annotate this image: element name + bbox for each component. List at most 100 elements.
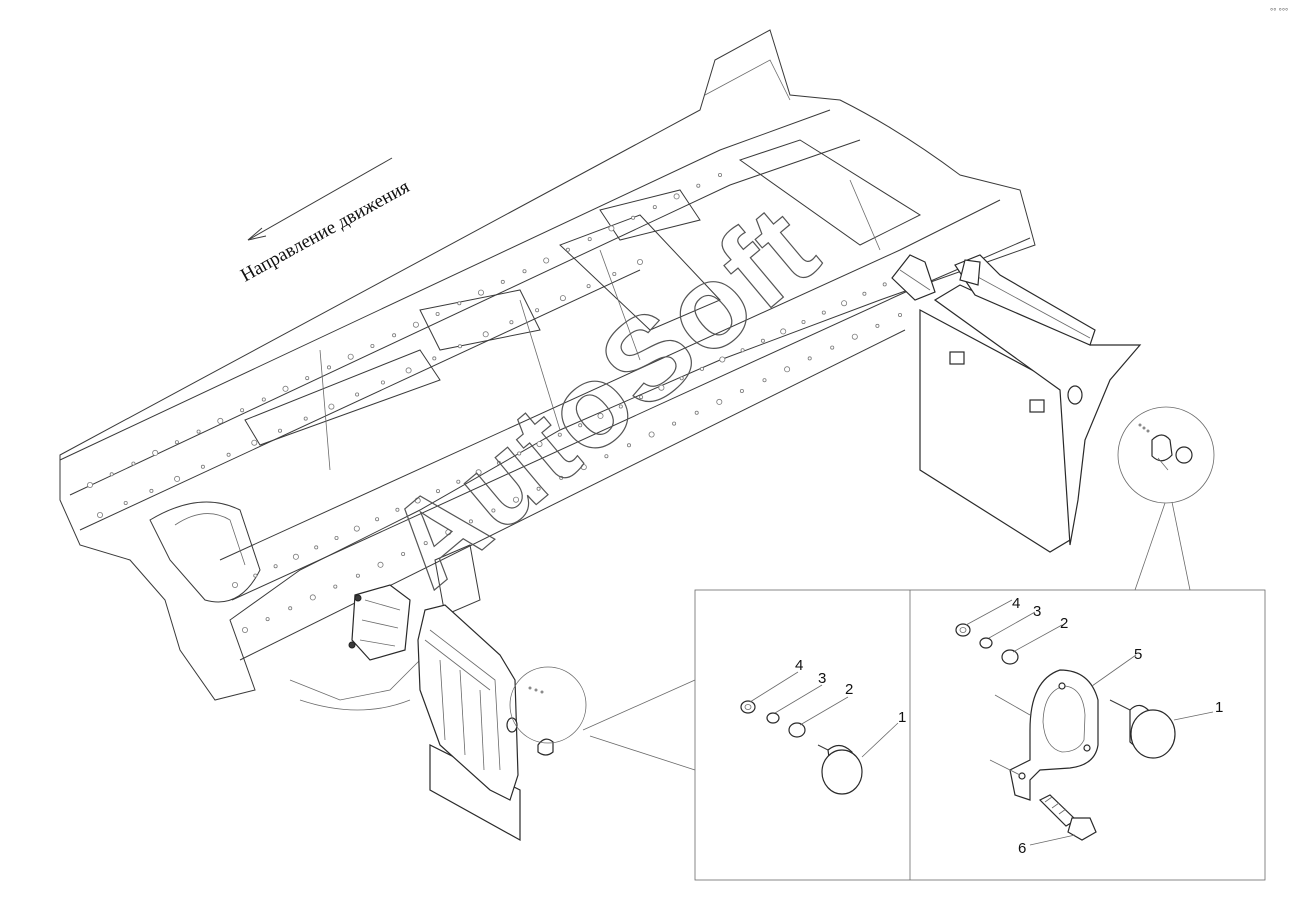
frame-hole <box>261 397 266 402</box>
chassis-frame <box>59 29 1036 711</box>
frame-hole <box>652 205 657 210</box>
right-zoom-leader <box>1134 501 1191 591</box>
left-zoom-circle <box>509 666 587 744</box>
frame-hole <box>432 356 437 361</box>
frame-hole <box>380 380 385 385</box>
frame-hole <box>694 410 699 415</box>
frame-hole <box>347 353 354 360</box>
frame-hole <box>784 366 791 373</box>
frame-hole <box>457 301 462 306</box>
frame-hole <box>392 333 397 338</box>
frame-hole <box>370 343 375 348</box>
frame-hole <box>700 366 705 371</box>
frame-hole <box>496 460 501 465</box>
direction-arrow <box>247 157 393 241</box>
frame-hole <box>282 385 289 392</box>
frame-hole <box>435 311 440 316</box>
frame-hole <box>522 269 527 274</box>
frame-hole <box>196 429 201 434</box>
frame-hole <box>780 328 787 335</box>
frame-hole <box>696 183 701 188</box>
frame-hole <box>627 443 632 448</box>
callout-right-5: 5 <box>1134 646 1142 663</box>
frame-hole <box>618 404 623 409</box>
frame-hole <box>326 365 331 370</box>
frame-hole <box>637 258 644 265</box>
frame-hole <box>807 356 812 361</box>
frame-hole <box>445 529 452 536</box>
frame-hole <box>435 489 440 494</box>
part-3-lock-washer-right <box>979 637 993 649</box>
frame-hole <box>414 497 421 504</box>
frame-hole <box>578 423 583 428</box>
part-6-bolt <box>1038 794 1097 841</box>
frame-hole <box>716 398 723 405</box>
frame-hole <box>500 279 505 284</box>
frame-hole <box>648 431 655 438</box>
frame-hole <box>587 237 592 242</box>
frame-hole <box>231 582 238 589</box>
frame-hole <box>292 553 299 560</box>
part-1-reflector-right <box>1109 699 1176 759</box>
frame-hole <box>517 451 522 456</box>
frame-hole <box>597 412 604 419</box>
frame-hole <box>631 215 636 220</box>
frame-hole <box>801 319 806 324</box>
frame-hole <box>395 507 400 512</box>
right-zoom-circle <box>1117 406 1215 504</box>
frame-hole <box>226 452 231 457</box>
frame-hole <box>265 617 270 622</box>
callout-left-2: 2 <box>845 681 853 698</box>
part-1-reflector-left <box>817 744 863 795</box>
frame-hole <box>898 312 903 317</box>
left-zoom-leader <box>582 679 696 771</box>
frame-hole <box>612 271 617 276</box>
detail-box <box>694 589 1266 881</box>
frame-hole <box>851 333 858 340</box>
frame-hole <box>405 367 412 374</box>
frame-hole <box>109 472 114 477</box>
frame-hole <box>513 496 520 503</box>
frame-hole <box>353 525 360 532</box>
detail-left-panel: 4 3 2 1 <box>740 657 906 795</box>
frame-hole <box>673 193 680 200</box>
part-2-washer <box>788 722 806 738</box>
frame-hole <box>559 295 566 302</box>
part-4-nut-right <box>955 623 971 637</box>
frame-hole <box>97 512 104 519</box>
callout-left-1: 1 <box>898 709 906 726</box>
frame-hole <box>174 440 179 445</box>
frame-hole <box>718 172 723 177</box>
frame-hole <box>200 464 205 469</box>
callout-left-4: 4 <box>795 657 803 674</box>
part-2-washer-right <box>1001 649 1019 665</box>
frame-hole <box>401 552 406 557</box>
callout-right-2: 2 <box>1060 615 1068 632</box>
frame-hole <box>639 395 644 400</box>
frame-hole <box>557 432 562 437</box>
frame-hole <box>412 321 419 328</box>
frame-hole <box>739 388 744 393</box>
frame-hole <box>309 594 316 601</box>
frame-hole <box>882 282 887 287</box>
frame-hole <box>468 519 473 524</box>
frame-hole <box>830 345 835 350</box>
frame-hole <box>305 376 310 381</box>
frame-hole <box>314 545 319 550</box>
part-3-lock-washer <box>766 712 780 724</box>
frame-hole <box>123 500 128 505</box>
part-4-nut <box>740 700 756 714</box>
frame-hole <box>457 344 462 349</box>
frame-hole <box>333 584 338 589</box>
frame-hole <box>875 323 880 328</box>
frame-hole <box>536 441 543 448</box>
frame-hole <box>174 475 181 482</box>
frame-hole <box>762 378 767 383</box>
frame-hole <box>423 541 428 546</box>
frame-hole <box>456 479 461 484</box>
frame-hole <box>719 356 726 363</box>
frame-hole <box>536 486 541 491</box>
corner-mark: °° °°° <box>1270 7 1288 16</box>
left-mudguard-assembly <box>348 584 554 842</box>
